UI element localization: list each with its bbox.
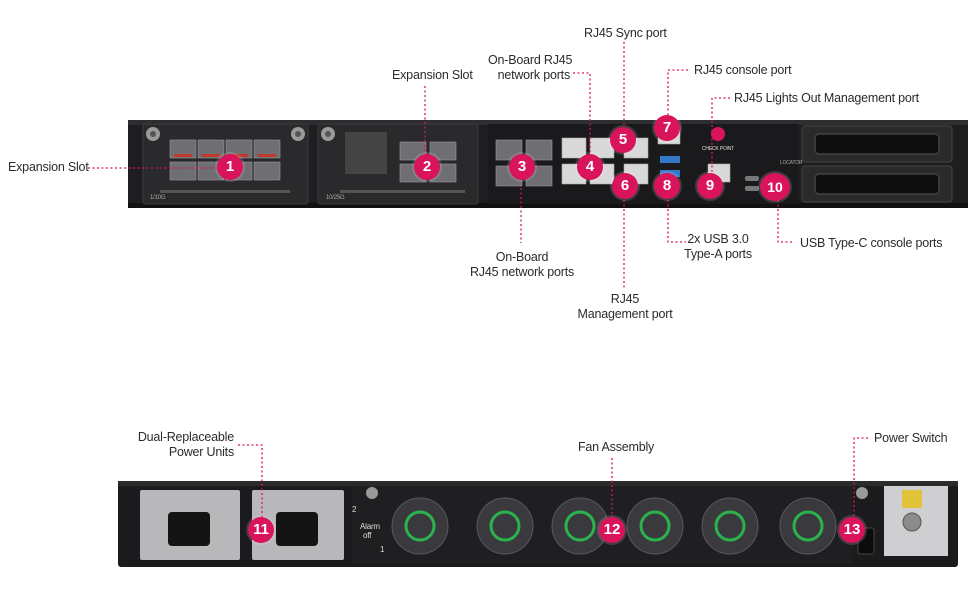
slot2-speed-text: 10/25G <box>326 195 345 201</box>
label-usb-c-console: USB Type-C console ports <box>800 236 943 250</box>
label-expansion-slot-left: Expansion Slot <box>8 160 89 174</box>
label-line: Dual-Replaceable <box>137 430 234 444</box>
label-rj45-lom-port: RJ45 Lights Out Management port <box>734 91 919 105</box>
label-onboard-rj45-top: On-Board RJ45 network ports <box>488 53 573 83</box>
slot1-speed-text: 1/10G <box>150 195 166 201</box>
callout-badge-7: 7 <box>654 115 680 141</box>
callout-badge-8: 8 <box>654 173 680 199</box>
label-fan-assembly: Fan Assembly <box>578 440 655 454</box>
label-line: network ports <box>497 68 571 82</box>
locator-text: LOCATOR <box>780 160 803 166</box>
label-usb-3-ports: 2x USB 3.0 Type-A ports <box>672 232 764 262</box>
alarm-text: Alarm <box>360 522 380 531</box>
callout-badge-12: 12 <box>599 517 625 543</box>
callout-badge-6: 6 <box>612 173 638 199</box>
label-power-units: Dual-Replaceable Power Units <box>128 430 234 460</box>
callout-badge-11: 11 <box>248 517 274 543</box>
brand-text: CHECK POINT <box>702 146 734 152</box>
label-line: On-Board RJ45 <box>488 53 573 67</box>
label-line: On-Board <box>495 250 549 264</box>
psu-number-2: 2 <box>352 505 357 514</box>
label-power-switch: Power Switch <box>874 431 948 445</box>
callout-badge-2: 2 <box>414 154 440 180</box>
label-onboard-rj45-bottom: On-Board RJ45 network ports <box>462 250 582 280</box>
callout-badge-5: 5 <box>610 127 636 153</box>
alarm-off-text: off <box>363 531 372 540</box>
callout-badge-3: 3 <box>509 154 535 180</box>
label-rj45-console-port: RJ45 console port <box>694 63 792 77</box>
psu-number-1: 1 <box>380 545 385 554</box>
label-line: 2x USB 3.0 <box>687 232 749 246</box>
label-line: Type-A ports <box>684 247 752 261</box>
callout-badge-13: 13 <box>839 517 865 543</box>
label-line: Management port <box>577 307 673 321</box>
label-line: Power Units <box>168 445 234 459</box>
callout-badge-9: 9 <box>697 173 723 199</box>
label-line: RJ45 network ports <box>469 265 575 279</box>
callout-badge-1: 1 <box>217 154 243 180</box>
label-expansion-slot-top: Expansion Slot <box>392 68 473 82</box>
callout-badge-4: 4 <box>577 154 603 180</box>
label-rj45-sync-port: RJ45 Sync port <box>584 26 667 40</box>
callout-badge-10: 10 <box>760 173 790 201</box>
label-line: RJ45 <box>610 292 640 306</box>
label-rj45-management-port: RJ45 Management port <box>570 292 680 322</box>
